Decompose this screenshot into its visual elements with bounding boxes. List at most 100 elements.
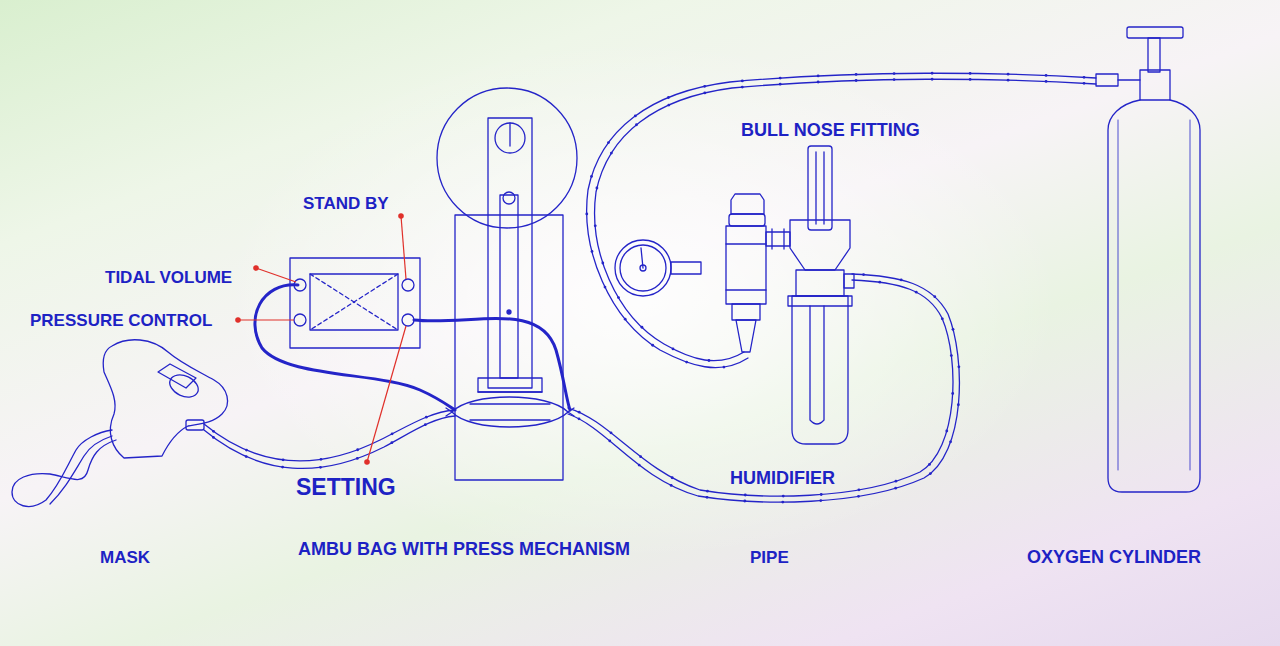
oxygen-pipe [587, 73, 1096, 367]
press-mechanism [500, 195, 518, 378]
humidifier-bottle [810, 306, 824, 424]
press-mechanism [437, 88, 577, 480]
vertex-dot [281, 466, 284, 469]
vertex-dot [779, 77, 782, 80]
supply-tube [568, 274, 959, 502]
vertex-dot [893, 78, 896, 81]
vertex-dot [915, 291, 918, 294]
mask-strap [12, 430, 116, 506]
vertex-dot [672, 347, 675, 350]
control-panel [294, 314, 306, 326]
regulator [726, 243, 766, 244]
vertex-dot [641, 326, 644, 329]
leader-line [367, 326, 406, 462]
vertex-dot [929, 472, 932, 475]
vertex-dot [424, 423, 427, 426]
vertex-dot [671, 476, 674, 479]
part-label: STAND BY [303, 195, 389, 212]
flowmeter [815, 152, 816, 224]
part-label: HUMIDIFIER [730, 469, 835, 487]
vertex-dot [1045, 74, 1048, 77]
vertex-dot [607, 141, 610, 144]
control-panel [290, 258, 420, 348]
vertex-dot [957, 365, 960, 368]
vertex-dot [781, 501, 784, 504]
press-mechanism [437, 88, 577, 228]
leader-line [365, 460, 369, 464]
oxygen-cylinder [1096, 27, 1200, 492]
vertex-dot [282, 458, 285, 461]
vertex-dot [952, 328, 955, 331]
press-mechanism [488, 118, 532, 388]
face-mask [103, 340, 227, 458]
vertex-dot [594, 224, 597, 227]
vertex-dot [634, 114, 637, 117]
vertex-dot [604, 286, 607, 289]
vertex-dot [817, 81, 820, 84]
supply-tube [568, 280, 953, 496]
vertex-dot [356, 457, 359, 460]
vertex-dot [703, 92, 706, 95]
face-mask [186, 420, 204, 430]
apparatus-drawing [12, 27, 1200, 506]
leader-line [254, 266, 258, 270]
oxygen-cylinder [1127, 27, 1183, 38]
vertex-dot [245, 455, 248, 458]
vertex-dot [638, 464, 641, 467]
ambu-bag [452, 397, 568, 427]
regulator [736, 320, 756, 352]
vertex-dot [744, 494, 747, 497]
vertex-dot [945, 430, 948, 433]
vertex-dot [390, 441, 393, 444]
leader-line [399, 214, 403, 218]
control-panel [310, 274, 398, 330]
pressure-gauge [620, 245, 666, 291]
vertex-dot [878, 281, 881, 284]
vertex-dot [1007, 73, 1010, 76]
control-panel [290, 258, 420, 348]
pressure-gauge [671, 262, 701, 274]
press-mechanism [503, 192, 515, 204]
vertex-dot [685, 361, 688, 364]
oxygen-cylinder [1108, 100, 1200, 492]
vertex-dot [893, 72, 896, 75]
mask-tube [204, 410, 455, 468]
vertex-dot [610, 152, 613, 155]
vertex-dot [782, 495, 785, 498]
vertex-dot [1007, 79, 1010, 82]
mask-strap [50, 436, 112, 504]
vertex-dot [212, 430, 215, 433]
vertex-dot [425, 416, 428, 419]
vertex-dot [635, 123, 638, 126]
vertex-dot [591, 250, 594, 253]
vertex-dot [667, 104, 670, 107]
pressure-gauge [615, 240, 701, 296]
vertex-dot [601, 262, 604, 265]
vertex-dot [951, 392, 954, 395]
vertex-dot [585, 212, 588, 215]
vertex-dot [1083, 82, 1086, 85]
mask-strap [12, 430, 116, 506]
vertex-dot [857, 495, 860, 498]
vertex-dot [741, 86, 744, 89]
control-panel [310, 274, 398, 330]
regulator [771, 229, 772, 249]
regulator [726, 194, 790, 352]
face-mask [103, 340, 227, 458]
vertex-dot [1083, 76, 1086, 79]
press-mechanism [455, 215, 563, 480]
control-panel [402, 314, 414, 326]
vertex-dot [957, 403, 960, 406]
vertex-dot [933, 295, 936, 298]
oxygen-pipe [587, 73, 1096, 367]
part-label: PIPE [750, 549, 789, 566]
vertex-dot [969, 72, 972, 75]
vertex-dot [894, 480, 897, 483]
vertex-dot [578, 411, 581, 414]
vertex-dot [703, 85, 706, 88]
press-mechanism [507, 310, 511, 314]
vertex-dot [667, 96, 670, 99]
face-mask [166, 371, 202, 402]
vertex-dot [356, 448, 359, 451]
vertex-dot [578, 417, 581, 420]
